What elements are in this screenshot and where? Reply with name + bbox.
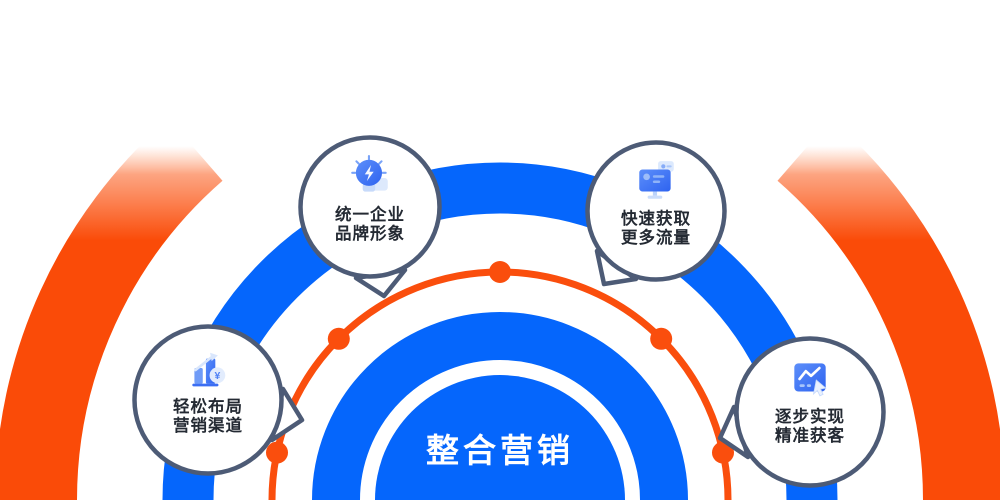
inner-blue-ring (312, 312, 688, 500)
svg-text:¥: ¥ (215, 371, 221, 382)
bubble-easy-channels (132, 324, 305, 476)
bubble-unified-brand (298, 135, 442, 299)
bubble-content-more-traffic: 快速获取 更多流量 (594, 158, 718, 248)
lightbulb-icon (351, 155, 388, 192)
bubble-label-line: 营销渠道 (173, 417, 243, 435)
bubble-label-line: 逐步实现 (775, 408, 845, 426)
bubble-circle (734, 336, 886, 488)
bar-chart-icon: ¥ (192, 352, 226, 387)
bubble-label-line: 更多流量 (621, 229, 691, 247)
bubble-label-line: 轻松布局 (173, 398, 243, 416)
arc-node-dot (650, 327, 673, 350)
bubble-label-line: 精准获客 (775, 427, 845, 445)
bubble-circle (132, 324, 284, 476)
bubble-label-line: 统一企业 (335, 206, 405, 224)
arc-node-dot (327, 327, 350, 350)
bubble-content-unified-brand: 统一企业 品牌形象 (308, 154, 432, 244)
outer-orange-band-right (777, 118, 1000, 500)
bubble-content-easy-channels: ¥ 轻松布局 营销渠道 (146, 346, 270, 436)
monitor-icon (639, 161, 674, 199)
hub-title: 整合营销 (426, 432, 574, 469)
bubble-circle (298, 135, 442, 279)
line-chart-icon (794, 363, 827, 397)
bubble-label-line: 品牌形象 (335, 225, 405, 243)
bubble-precise-customers (717, 336, 886, 488)
bubble-label-line: 快速获取 (621, 210, 691, 228)
bubble-content-precise-customers: 逐步实现 精准获客 (748, 356, 872, 446)
hub-dome (375, 375, 625, 500)
arc-node-dot (489, 261, 511, 283)
bubble-circle (585, 140, 727, 282)
arc-node-dot (712, 441, 734, 464)
arc-node-dot (266, 441, 288, 464)
outer-orange-band-left (0, 118, 223, 500)
bubble-more-traffic (585, 140, 727, 287)
